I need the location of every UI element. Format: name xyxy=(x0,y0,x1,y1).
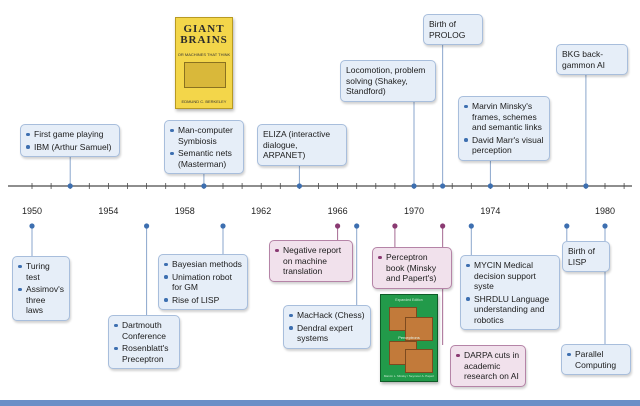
event-dot xyxy=(29,223,35,229)
event-card-minsky-marr: Marvin Minsky's frames, schemes and sema… xyxy=(458,96,550,161)
event-item: Birth of LISP xyxy=(568,246,595,267)
year-label: 1950 xyxy=(21,206,43,216)
event-item: Birth of PROLOG xyxy=(429,19,466,40)
event-item: MYCIN Medical decision support syste xyxy=(466,260,554,292)
year-label: 1962 xyxy=(251,206,272,216)
perceptrons-book-cover: Expanded Edition Perceptrons Marvin L. M… xyxy=(380,294,438,382)
event-card-machack: MacHack (Chess) Dendral expert systems xyxy=(283,305,371,349)
book-author: Marvin L. Minsky / Seymour A. Papert xyxy=(383,374,435,378)
cover-pattern xyxy=(405,317,433,341)
event-item: IBM (Arthur Samuel) xyxy=(26,142,114,153)
book-author: EDMUND C. BERKELEY xyxy=(181,99,227,104)
event-item: Assimov's three laws xyxy=(18,284,64,316)
event-card-lisp-birth: Birth of LISP xyxy=(562,241,610,272)
event-item: Rise of LISP xyxy=(164,295,242,306)
event-dot xyxy=(220,223,226,229)
event-item: Perceptron book (Minsky and Papert's) xyxy=(378,252,446,284)
year-label: 1958 xyxy=(174,206,195,216)
book-title: Perceptrons xyxy=(398,335,420,340)
event-item: Locomotion, problem solving (Shakey, Sta… xyxy=(346,65,426,96)
event-item: Rosenblatt's Preceptron xyxy=(114,343,174,364)
event-dot xyxy=(487,183,493,189)
year-label: 1980 xyxy=(594,206,616,216)
year-label: 1954 xyxy=(98,206,119,216)
event-dot xyxy=(583,183,589,189)
event-item: Marvin Minsky's frames, schemes and sema… xyxy=(464,101,544,133)
event-dot xyxy=(602,223,608,229)
event-dot xyxy=(335,223,341,229)
bottom-accent-bar xyxy=(0,400,640,406)
event-dot xyxy=(296,183,302,189)
event-item: ELIZA (interactive dialogue, ARPANET) xyxy=(263,129,331,160)
event-dot xyxy=(564,223,570,229)
book-edition: Expanded Edition xyxy=(395,298,423,302)
event-card-prolog: Birth of PROLOG xyxy=(423,14,483,45)
event-item: MacHack (Chess) xyxy=(289,310,365,321)
event-item: Man-computer Symbiosis xyxy=(170,125,238,146)
book-illustration xyxy=(184,62,226,88)
event-item: Negative report on machine translation xyxy=(275,245,347,277)
year-label: 1966 xyxy=(327,206,348,216)
event-card-darpa: DARPA cuts in academic research on AI xyxy=(450,345,526,387)
event-card-parallel: Parallel Computing xyxy=(561,344,631,375)
event-item: DARPA cuts in academic research on AI xyxy=(456,350,520,382)
event-item: SHRDLU Language understanding and roboti… xyxy=(466,294,554,326)
event-dot xyxy=(392,223,398,229)
event-item: Parallel Computing xyxy=(567,349,625,370)
event-item: Semantic nets (Masterman) xyxy=(170,148,238,169)
event-card-eliza: ELIZA (interactive dialogue, ARPANET) xyxy=(257,124,347,166)
event-item: Bayesian methods xyxy=(164,259,242,270)
event-item: Turing test xyxy=(18,261,64,282)
year-label: 1970 xyxy=(403,206,425,216)
giant-brains-book-cover: GIANT BRAINS OR MACHINES THAT THINK EDMU… xyxy=(175,17,233,109)
event-dot xyxy=(67,183,73,189)
event-item: David Marr's visual perception xyxy=(464,135,544,156)
event-dot xyxy=(354,223,360,229)
event-item: BKG back-gammon AI xyxy=(562,49,605,70)
year-label: 1974 xyxy=(480,206,501,216)
event-dot xyxy=(440,223,446,229)
event-dot xyxy=(468,223,474,229)
event-dot xyxy=(440,183,446,189)
event-item: Dartmouth Conference xyxy=(114,320,174,341)
cover-pattern xyxy=(405,349,433,373)
event-dot xyxy=(144,223,150,229)
event-card-negative-report: Negative report on machine translation xyxy=(269,240,353,282)
event-dot xyxy=(201,183,207,189)
book-title: GIANT BRAINS xyxy=(180,23,228,46)
event-card-shakey: Locomotion, problem solving (Shakey, Sta… xyxy=(340,60,436,102)
event-item: Unimation robot for GM xyxy=(164,272,242,293)
event-card-perceptron-book: Perceptron book (Minsky and Papert's) xyxy=(372,247,452,289)
book-subtitle: OR MACHINES THAT THINK xyxy=(177,52,231,57)
event-item: First game playing xyxy=(26,129,114,140)
event-dot xyxy=(411,183,417,189)
event-item: Dendral expert systems xyxy=(289,323,365,344)
event-card-bkg: BKG back-gammon AI xyxy=(556,44,628,75)
